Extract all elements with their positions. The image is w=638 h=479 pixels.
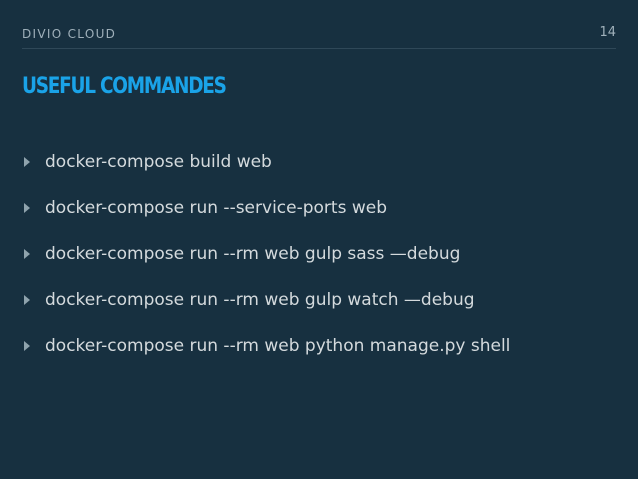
bullet-text: docker-compose run --rm web gulp sass —d…: [45, 244, 461, 264]
bullet-triangle-icon: [24, 295, 30, 305]
header-divider: [22, 48, 616, 49]
header-label: DIVIO CLOUD: [22, 27, 117, 41]
bullet-item: docker-compose run --service-ports web: [24, 185, 510, 231]
bullet-item: docker-compose build web: [24, 139, 510, 185]
bullet-text: docker-compose run --service-ports web: [45, 198, 387, 218]
slide-title: USEFUL COMMANDES: [22, 74, 227, 99]
bullet-item: docker-compose run --rm web python manag…: [24, 323, 510, 369]
bullet-list: docker-compose build web docker-compose …: [24, 139, 510, 369]
bullet-item: docker-compose run --rm web gulp sass —d…: [24, 231, 510, 277]
page-number: 14: [599, 25, 616, 40]
bullet-text: docker-compose run --rm web python manag…: [45, 336, 511, 356]
bullet-triangle-icon: [24, 341, 30, 351]
bullet-triangle-icon: [24, 203, 30, 213]
bullet-text: docker-compose run --rm web gulp watch —…: [45, 290, 475, 310]
bullet-triangle-icon: [24, 249, 30, 259]
bullet-text: docker-compose build web: [45, 152, 272, 172]
bullet-triangle-icon: [24, 157, 30, 167]
bullet-item: docker-compose run --rm web gulp watch —…: [24, 277, 510, 323]
